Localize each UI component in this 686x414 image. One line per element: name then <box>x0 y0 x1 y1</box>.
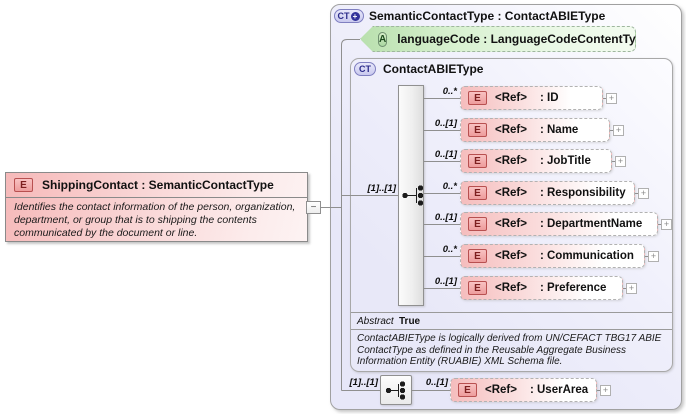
cardinality-label: 0..* <box>442 244 457 255</box>
shipping-contact-element-box[interactable]: E ShippingContact : SemanticContactType … <box>5 172 308 242</box>
cardinality-label: 0..[1] <box>434 276 457 287</box>
expand-icon[interactable]: + <box>648 251 659 262</box>
semantic-contact-type-title: SemanticContactType : ContactABIEType <box>369 9 606 23</box>
abstract-label: Abstract <box>357 316 394 327</box>
attribute-badge-icon: A <box>378 31 388 47</box>
cardinality-label: 0..* <box>442 86 457 97</box>
element-name: : Name <box>539 124 579 136</box>
cardinality-label: 0..[1] <box>434 149 457 160</box>
element-badge-icon: E <box>468 186 487 200</box>
expand-icon[interactable]: + <box>661 219 672 230</box>
element-badge-icon: E <box>14 178 33 192</box>
element-badge-icon: E <box>468 123 487 137</box>
element-row-id[interactable]: E <Ref> : ID <box>460 86 603 110</box>
cardinality-label: 0..[1] <box>434 212 457 223</box>
derived-plus-icon: + <box>350 11 360 21</box>
element-name: : UserArea <box>529 384 589 396</box>
element-row-name[interactable]: E <Ref> : Name <box>460 118 610 142</box>
element-name: : DepartmentName <box>539 218 643 230</box>
element-row-responsibility[interactable]: E <Ref> : Responsibility <box>460 181 635 205</box>
shipping-contact-header: E ShippingContact : SemanticContactType <box>6 173 307 198</box>
element-row-userarea[interactable]: E <Ref> : UserArea <box>450 378 597 402</box>
element-name: : Preference <box>539 282 607 294</box>
expand-icon[interactable]: + <box>626 283 637 294</box>
ref-label: <Ref> <box>495 155 527 167</box>
expand-icon[interactable]: + <box>615 156 626 167</box>
ref-label: <Ref> <box>485 384 517 396</box>
language-code-attribute-box[interactable]: A languageCode : LanguageCodeContentType <box>360 26 636 52</box>
element-name: : JobTitle <box>539 155 591 167</box>
expand-icon[interactable]: + <box>606 93 617 104</box>
element-row-departmentname[interactable]: E <Ref> : DepartmentName <box>460 212 658 236</box>
contact-abie-type-title: ContactABIEType <box>383 62 484 76</box>
element-name: : Responsibility <box>539 187 626 199</box>
element-row-jobtitle[interactable]: E <Ref> : JobTitle <box>460 149 612 173</box>
element-badge-icon: E <box>458 383 477 397</box>
ref-label: <Ref> <box>495 282 527 294</box>
element-badge-icon: E <box>468 217 487 231</box>
ct-badge-label: CT <box>337 11 350 21</box>
element-name: : ID <box>539 92 559 104</box>
cardinality-label: 0..[1] <box>434 118 457 129</box>
ref-label: <Ref> <box>495 92 527 104</box>
expand-icon[interactable]: + <box>600 385 611 396</box>
expand-icon[interactable]: + <box>638 188 649 199</box>
element-badge-icon: E <box>468 281 487 295</box>
element-row-preference[interactable]: E <Ref> : Preference <box>460 276 623 300</box>
abstract-value: True <box>399 316 421 327</box>
collapse-icon[interactable]: − <box>306 201 321 214</box>
sequence-cardinality-label: [1]..[1] <box>367 183 397 194</box>
cardinality-label: 0..* <box>442 181 457 192</box>
ref-label: <Ref> <box>495 187 527 199</box>
ref-label: <Ref> <box>495 218 527 230</box>
language-code-attribute-label: languageCode : LanguageCodeContentType <box>397 32 650 46</box>
complex-type-badge-icon: CT <box>354 62 376 76</box>
ref-label: <Ref> <box>495 250 527 262</box>
ref-label: <Ref> <box>495 124 527 136</box>
sequence-cardinality-label: [1]..[1] <box>349 377 379 388</box>
ct-badge-label: CT <box>359 64 371 74</box>
type-documentation: ContactABIEType is logically derived fro… <box>357 333 662 367</box>
cardinality-label: 0..[1] <box>425 377 448 388</box>
element-badge-icon: E <box>468 249 487 263</box>
expand-icon[interactable]: + <box>613 125 624 136</box>
complex-type-badge-icon: CT + <box>334 9 364 23</box>
element-row-communication[interactable]: E <Ref> : Communication <box>460 244 645 268</box>
element-badge-icon: E <box>468 154 487 168</box>
shipping-contact-description: Identifies the contact information of th… <box>14 201 296 239</box>
shipping-contact-title: ShippingContact : SemanticContactType <box>42 178 274 192</box>
element-name: : Communication <box>539 250 634 262</box>
element-badge-icon: E <box>468 91 487 105</box>
